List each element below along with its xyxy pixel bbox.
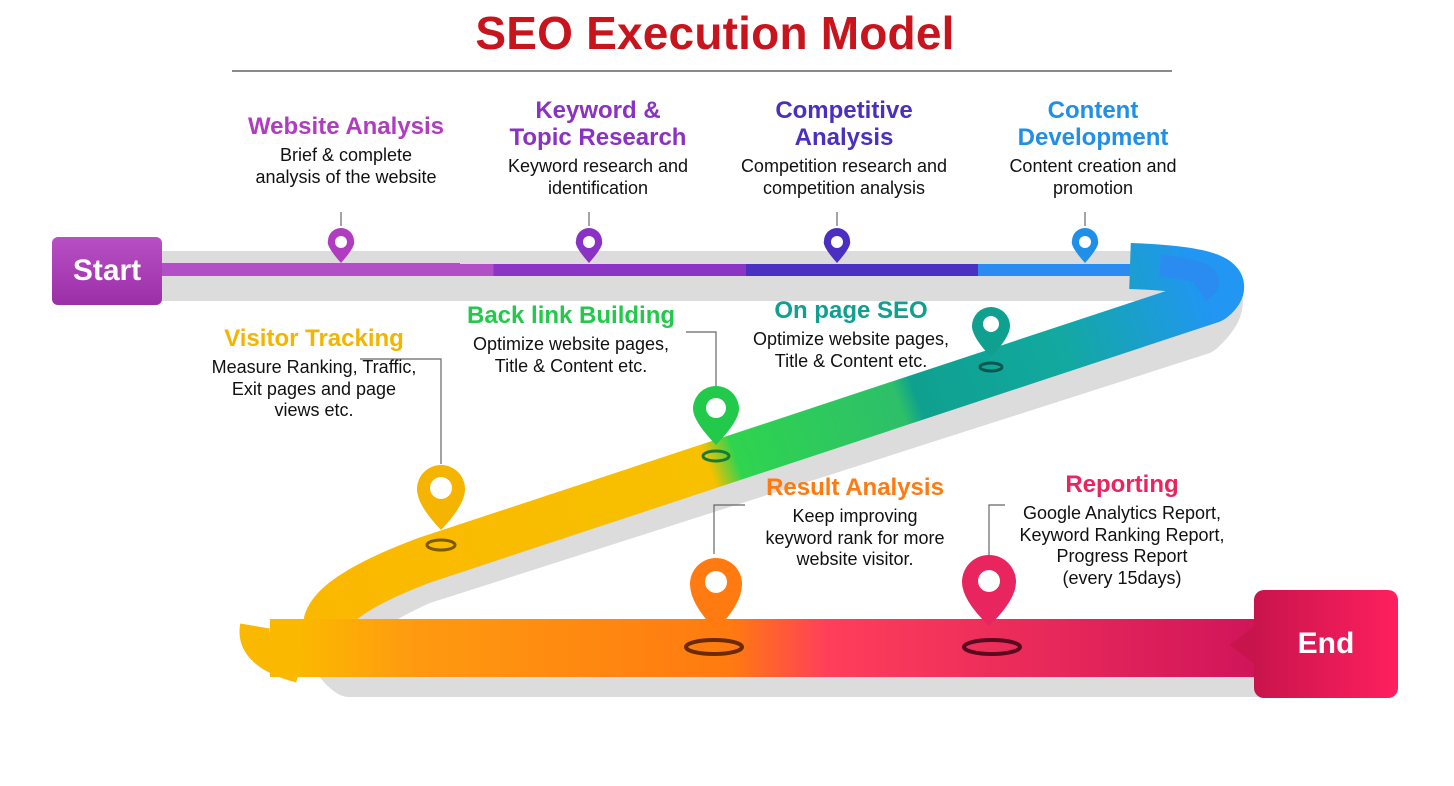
map-pin-icon: [690, 558, 742, 630]
step-description: Measure Ranking, Traffic, Exit pages and…: [211, 357, 417, 420]
step-title: Result Analysis: [766, 474, 944, 501]
step-title: Visitor Tracking: [224, 325, 404, 352]
step-description: Competition research and competition ana…: [740, 156, 948, 198]
step-description: Google Analytics Report, Keyword Ranking…: [1019, 503, 1225, 588]
step-description: Optimize website pages, Title & Content …: [752, 329, 950, 371]
step-title: Competitive Analysis: [775, 97, 913, 151]
step-title: Content Development: [1017, 97, 1169, 151]
start-badge: Start: [52, 237, 162, 305]
step-on-page-seo: On page SEO Optimize website pages, Titl…: [726, 297, 976, 372]
map-pin-icon: [417, 465, 465, 530]
end-badge: End: [1254, 590, 1398, 698]
step-title: Website Analysis: [247, 113, 445, 140]
title-divider: [232, 70, 1172, 72]
step-title: Back link Building: [466, 302, 676, 329]
step-description: Keyword research and identification: [507, 156, 689, 198]
map-pin-icon: [575, 228, 603, 263]
step-description: Brief & complete analysis of the website: [255, 145, 437, 187]
step-title: Keyword & Topic Research: [509, 97, 687, 151]
step-competitive-analysis: Competitive Analysis Competition researc…: [716, 97, 972, 199]
map-pin-icon: [823, 228, 851, 263]
map-pin-icon: [327, 228, 355, 263]
map-pin-icon: [1071, 228, 1099, 263]
step-result-analysis: Result Analysis Keep improving keyword r…: [730, 474, 980, 571]
step-reporting: Reporting Google Analytics Report, Keywo…: [996, 471, 1248, 589]
map-pin-icon: [693, 386, 739, 445]
map-pin-icon: [972, 307, 1010, 357]
step-description: Keep improving keyword rank for more web…: [765, 506, 945, 569]
step-description: Optimize website pages, Title & Content …: [472, 334, 670, 376]
step-visitor-tracking: Visitor Tracking Measure Ranking, Traffi…: [186, 325, 442, 422]
step-back-link-building: Back link Building Optimize website page…: [446, 302, 696, 377]
map-pin-icon: [962, 555, 1016, 626]
step-keyword-topic-research: Keyword & Topic Research Keyword researc…: [470, 97, 726, 199]
step-website-analysis: Website Analysis Brief & complete analys…: [221, 113, 471, 188]
page-title: SEO Execution Model: [475, 7, 955, 59]
step-content-development: Content Development Content creation and…: [968, 97, 1218, 199]
step-title: On page SEO: [774, 297, 928, 324]
step-title: Reporting: [1065, 471, 1179, 498]
step-description: Content creation and promotion: [1009, 156, 1177, 198]
